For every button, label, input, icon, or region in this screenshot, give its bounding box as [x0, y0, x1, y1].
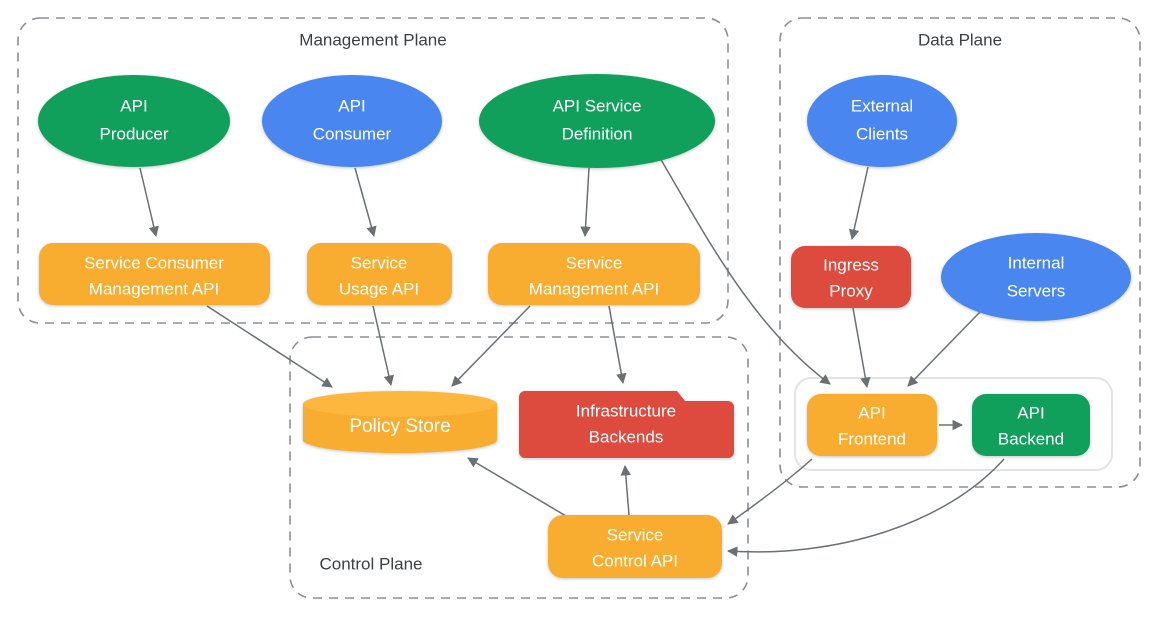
- api-backend-shape[interactable]: [972, 394, 1090, 456]
- data-plane-box: [779, 17, 1141, 488]
- group-data-plane: Data Plane: [779, 17, 1141, 488]
- group-management-plane: Management Plane: [17, 17, 729, 324]
- group-control-plane: Control Plane: [289, 336, 749, 599]
- edge-definition-to-api-frontend: [659, 157, 831, 385]
- ingress-proxy-shape[interactable]: [791, 246, 911, 308]
- node-api-consumer[interactable]: API Consumer: [262, 75, 442, 167]
- data-plane-label: Data Plane: [918, 30, 1002, 49]
- edge-service-management-api-to-policy-store: [451, 305, 531, 387]
- ingress-proxy-label-line2: Proxy: [829, 281, 873, 300]
- control-plane-box: [289, 336, 749, 599]
- api-consumer-shape[interactable]: [262, 75, 442, 167]
- control-plane-label: Control Plane: [319, 554, 422, 573]
- management-plane-box: [17, 17, 729, 324]
- policy-store-top[interactable]: [303, 391, 497, 417]
- service-consumer-management-api-label-line1: Service Consumer: [84, 253, 224, 272]
- service-control-api-shape[interactable]: [548, 515, 722, 578]
- edge-ingress-proxy-to-api-frontend: [852, 307, 871, 389]
- edge-internal-servers-to-api-frontend: [907, 311, 981, 387]
- edge-service-control-api-to-policy-store: [467, 457, 567, 517]
- service-consumer-management-api-shape[interactable]: [39, 243, 270, 305]
- policy-store-label: Policy Store: [349, 416, 450, 437]
- api-frontend-shape[interactable]: [807, 394, 937, 456]
- node-external-clients[interactable]: External Clients: [807, 75, 957, 167]
- node-service-control-api[interactable]: Service Control API: [548, 515, 722, 578]
- service-management-api-shape[interactable]: [488, 243, 700, 305]
- internal-servers-label-line2: Servers: [1007, 281, 1066, 300]
- edge-consumer-to-usage: [354, 167, 377, 238]
- api-producer-label-line2: Producer: [100, 124, 169, 143]
- internal-servers-shape[interactable]: [941, 233, 1131, 321]
- infrastructure-backends-label-line1: Infrastructure: [576, 401, 676, 420]
- api-producer-label-line1: API: [120, 96, 147, 115]
- nodes-layer: API Producer API Consumer API Service De…: [38, 74, 1131, 578]
- service-management-api-label-line2: Management API: [529, 279, 659, 298]
- infrastructure-backends-shape[interactable]: [519, 391, 734, 458]
- node-service-usage-api[interactable]: Service Usage API: [307, 243, 452, 305]
- api-producer-shape[interactable]: [38, 75, 230, 167]
- api-frontend-label-line1: API: [858, 403, 885, 422]
- edge-service-control-api-to-infrastructure-backends: [620, 464, 632, 516]
- api-backend-label-line1: API: [1017, 403, 1044, 422]
- service-management-api-label-line1: Service: [566, 253, 623, 272]
- edge-usage-api-to-policy-store: [372, 305, 395, 387]
- edge-definition-to-service-management-api: [580, 167, 591, 238]
- api-service-definition-label-line2: Definition: [562, 124, 633, 143]
- node-policy-store[interactable]: Policy Store: [303, 391, 497, 453]
- node-api-frontend[interactable]: API Frontend: [807, 394, 937, 456]
- node-service-management-api[interactable]: Service Management API: [488, 243, 700, 305]
- service-consumer-management-api-label-line2: Management API: [89, 279, 219, 298]
- service-usage-api-label-line1: Service: [351, 253, 408, 272]
- api-service-definition-shape[interactable]: [479, 74, 715, 168]
- external-clients-label-line1: External: [851, 96, 913, 115]
- api-service-definition-label-line1: API Service: [553, 96, 642, 115]
- edge-service-management-api-to-infrastructure-backends: [608, 305, 627, 385]
- ingress-proxy-label-line1: Ingress: [823, 255, 879, 274]
- service-control-api-label-line1: Service: [607, 525, 664, 544]
- internal-servers-label-line1: Internal: [1008, 253, 1065, 272]
- policy-store-body[interactable]: [303, 404, 497, 453]
- service-control-api-label-line2: Control API: [592, 551, 678, 570]
- node-infrastructure-backends[interactable]: Infrastructure Backends: [519, 391, 734, 458]
- external-clients-shape[interactable]: [807, 75, 957, 167]
- management-plane-label: Management Plane: [299, 30, 446, 49]
- node-api-service-definition[interactable]: API Service Definition: [479, 74, 715, 168]
- edge-producer-to-consumer-mgmt: [139, 167, 159, 238]
- node-ingress-proxy[interactable]: Ingress Proxy: [791, 246, 911, 308]
- api-backend-label-line2: Backend: [998, 429, 1064, 448]
- external-clients-label-line2: Clients: [856, 124, 908, 143]
- edges-layer: [139, 157, 1005, 557]
- edge-consumer-mgmt-to-policy-store: [206, 305, 333, 388]
- service-usage-api-shape[interactable]: [307, 243, 452, 305]
- node-api-backend[interactable]: API Backend: [972, 394, 1090, 456]
- service-usage-api-label-line2: Usage API: [339, 279, 419, 298]
- api-consumer-label-line2: Consumer: [313, 124, 392, 143]
- edge-external-clients-to-ingress-proxy: [848, 166, 869, 241]
- api-consumer-label-line1: API: [338, 96, 365, 115]
- node-service-consumer-management-api[interactable]: Service Consumer Management API: [39, 243, 270, 305]
- node-internal-servers[interactable]: Internal Servers: [941, 233, 1131, 321]
- edge-api-backend-to-service-control-api: [726, 458, 1005, 557]
- node-api-producer[interactable]: API Producer: [38, 75, 230, 167]
- api-frontend-label-line2: Frontend: [838, 429, 906, 448]
- edge-api-frontend-to-service-control-api: [727, 458, 813, 525]
- infrastructure-backends-label-line2: Backends: [589, 427, 664, 446]
